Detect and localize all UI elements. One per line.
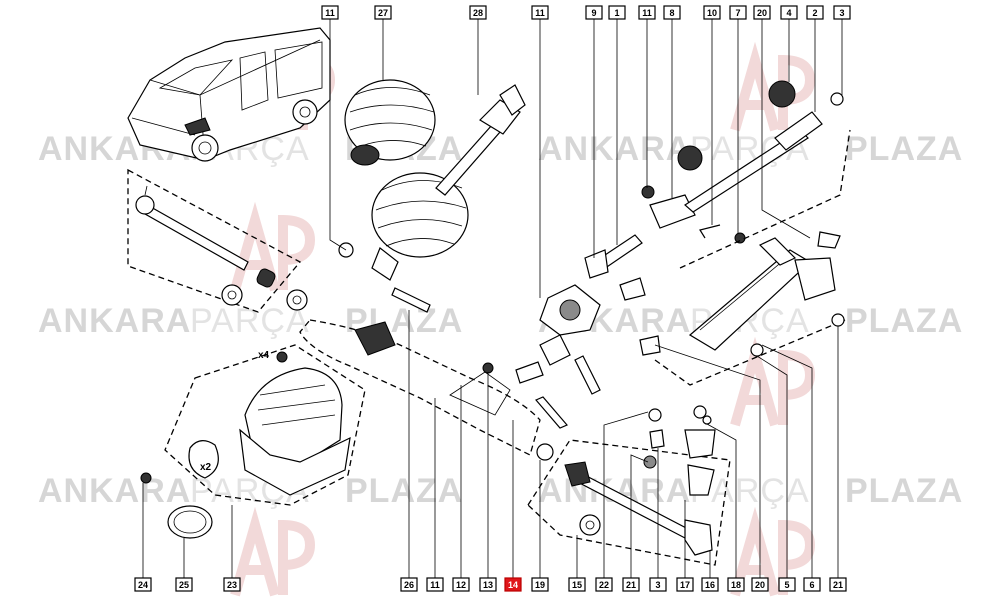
svg-text:15: 15 [572,580,582,590]
svg-text:12: 12 [456,580,466,590]
svg-text:7: 7 [735,8,740,18]
upper-shaft [435,84,526,196]
callout-bottom-2[interactable]: 25 [175,577,193,592]
callout-bottom-15[interactable]: 16 [701,577,719,592]
callout-top-14[interactable]: 3 [833,5,851,20]
svg-text:PLAZA: PLAZA [845,130,963,168]
leader-lines [142,18,843,578]
svg-text:6: 6 [809,580,814,590]
svg-text:3: 3 [655,580,660,590]
svg-text:5: 5 [784,580,789,590]
svg-text:24: 24 [138,580,148,590]
callout-top-13[interactable]: 2 [806,5,824,20]
callout-bottom-9[interactable]: 19 [531,577,549,592]
callout-bottom-11[interactable]: 22 [595,577,613,592]
svg-text:20: 20 [755,580,765,590]
callout-bottom-8-highlighted[interactable]: 14 [504,577,522,592]
callout-top-1[interactable]: 11 [321,5,339,20]
callout-top-12[interactable]: 4 [780,5,798,20]
svg-text:ANKARA: ANKARA [538,130,691,168]
callout-bottom-13[interactable]: 3 [649,577,667,592]
svg-text:11: 11 [535,8,545,18]
watermark-text: ANKARA PARÇA PLAZA ANKARA PARÇA PLAZA AN… [38,130,963,510]
ball-joints [643,405,716,496]
svg-text:11: 11 [430,580,440,590]
steering-boot-upper [344,79,436,166]
callout-bottom-12[interactable]: 21 [622,577,640,592]
svg-text:17: 17 [680,580,690,590]
tie-rod-left-group [127,168,308,313]
svg-text:PLAZA: PLAZA [845,472,963,510]
svg-text:PARÇA: PARÇA [190,302,310,340]
callout-bottom-4[interactable]: 26 [400,577,418,592]
watermark-logos [230,41,816,597]
callout-top-10[interactable]: 7 [729,5,747,20]
steering-rack-housing [299,319,541,456]
svg-text:ANKARA: ANKARA [38,302,191,340]
callout-bottom-17[interactable]: 20 [751,577,769,592]
callout-bottom-19[interactable]: 6 [803,577,821,592]
callout-bottom-20[interactable]: 21 [829,577,847,592]
callout-top-6[interactable]: 1 [608,5,626,20]
svg-text:1: 1 [614,8,619,18]
svg-text:8: 8 [669,8,674,18]
svg-text:PLAZA: PLAZA [845,302,963,340]
callout-top-7[interactable]: 11 [638,5,656,20]
svg-text:11: 11 [642,8,652,18]
svg-text:ANKARA: ANKARA [38,472,191,510]
svg-text:28: 28 [473,8,483,18]
svg-text:22: 22 [599,580,609,590]
svg-text:10: 10 [707,8,717,18]
callout-bottom-18[interactable]: 5 [778,577,796,592]
rack-gearbox-group: x4 x2 [140,344,366,539]
svg-text:21: 21 [626,580,636,590]
svg-text:20: 20 [757,8,767,18]
svg-text:3: 3 [839,8,844,18]
callout-top-9[interactable]: 10 [703,5,721,20]
callout-bottom-10[interactable]: 15 [568,577,586,592]
svg-text:2: 2 [812,8,817,18]
svg-text:25: 25 [179,580,189,590]
svg-text:14: 14 [508,580,518,590]
svg-text:11: 11 [325,8,335,18]
svg-text:4: 4 [786,8,791,18]
column-joint [539,80,844,366]
callout-top-5[interactable]: 9 [585,5,603,20]
callout-bottom-3[interactable]: 23 [223,577,241,592]
callout-top-4[interactable]: 11 [531,5,549,20]
bolts [482,355,601,429]
callout-top-2[interactable]: 27 [374,5,392,20]
callout-bottom-7[interactable]: 13 [479,577,497,592]
callout-top-3[interactable]: 28 [469,5,487,20]
callouts-top: 11 27 28 11 9 1 11 8 10 7 20 4 2 3 [321,5,851,20]
qty-x2-label: x2 [200,462,212,473]
callout-bottom-6[interactable]: 12 [452,577,470,592]
svg-text:27: 27 [378,8,388,18]
callout-bottom-16[interactable]: 18 [727,577,745,592]
callout-bottom-5[interactable]: 11 [426,577,444,592]
svg-text:19: 19 [535,580,545,590]
svg-text:PLAZA: PLAZA [345,472,463,510]
qty-x4-label: x4 [258,350,270,361]
svg-text:21: 21 [833,580,843,590]
svg-text:9: 9 [591,8,596,18]
callout-bottom-14[interactable]: 17 [676,577,694,592]
svg-text:13: 13 [483,580,493,590]
callout-top-11[interactable]: 20 [753,5,771,20]
svg-text:26: 26 [404,580,414,590]
callout-bottom-1[interactable]: 24 [134,577,152,592]
callout-top-8[interactable]: 8 [663,5,681,20]
column-bracket [639,129,851,386]
callouts-bottom: 24 25 23 26 11 12 13 14 19 15 22 21 3 17… [134,577,847,592]
svg-text:18: 18 [731,580,741,590]
van-illustration [127,27,331,162]
svg-text:23: 23 [227,580,237,590]
steering-boot-lower [338,172,469,313]
svg-text:16: 16 [705,580,715,590]
